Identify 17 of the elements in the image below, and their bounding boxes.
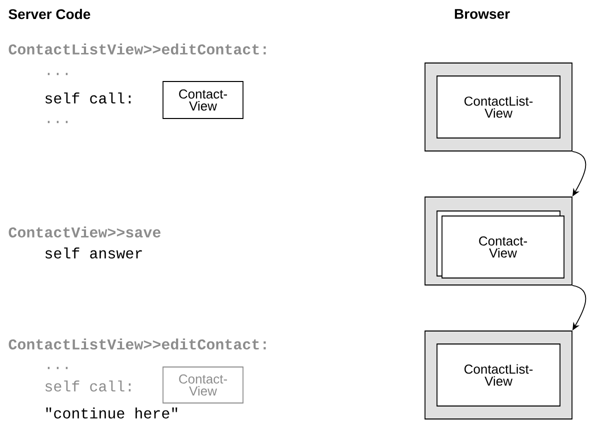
code-line: ... xyxy=(48,72,68,76)
section-heading: Server Code xyxy=(8,8,90,20)
code-box: Contact- View xyxy=(162,81,244,119)
code-line: self answer xyxy=(45,248,142,258)
page-box: ContactList- View xyxy=(436,76,560,138)
method-name: ContactView>>save xyxy=(8,226,160,238)
code-line: ... xyxy=(48,120,68,124)
page-box: Contact- View xyxy=(442,216,564,278)
code-line: self call: xyxy=(45,380,131,392)
method-name: ContactListView>>editContact: xyxy=(8,338,266,350)
code-line: "continue here" xyxy=(46,407,178,418)
code-box: Contact- View xyxy=(162,366,244,404)
code-line: ... xyxy=(48,366,68,370)
method-name: ContactListView>>editContact: xyxy=(8,44,266,54)
code-line: self call: xyxy=(45,92,131,104)
page-box: ContactList- View xyxy=(436,344,560,406)
section-heading: Browser xyxy=(454,9,510,19)
